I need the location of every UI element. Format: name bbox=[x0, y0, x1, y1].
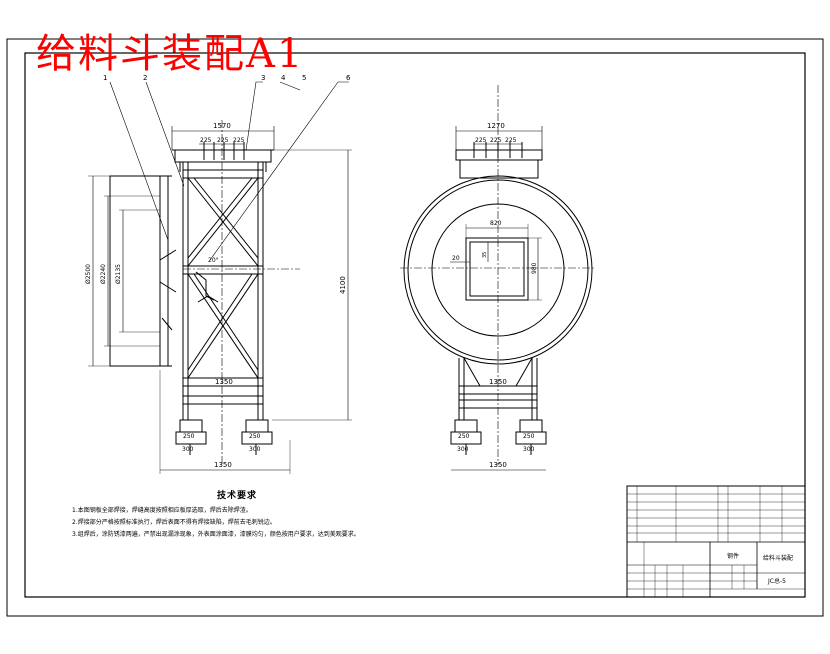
part-number-4: 4 bbox=[281, 74, 286, 82]
side-foot-left-bottom: 300 bbox=[457, 446, 469, 453]
side-dim-pitch-3: 225 bbox=[505, 137, 517, 144]
part-number-2: 2 bbox=[143, 74, 147, 82]
technical-requirement-1: 1.本图钢板全部焊接，焊缝高度按照相应板厚选取，焊后去除焊渣。 bbox=[72, 507, 252, 514]
front-dim-dia-inner: Ø2135 bbox=[115, 264, 122, 284]
side-foot-left-top: 250 bbox=[458, 433, 470, 440]
front-view bbox=[88, 81, 352, 474]
front-dim-mid-width: 1350 bbox=[215, 378, 233, 386]
front-dim-pitch-3: 225 bbox=[233, 137, 245, 144]
front-foot-right-bottom: 300 bbox=[249, 446, 261, 453]
part-number-6: 6 bbox=[346, 74, 351, 82]
drawing-title: 给料斗装配A1 bbox=[36, 31, 305, 77]
side-dim-opening-width: 820 bbox=[490, 220, 502, 227]
part-number-1: 1 bbox=[103, 74, 107, 82]
side-view bbox=[400, 85, 595, 471]
front-dim-pitch-1: 225 bbox=[200, 137, 212, 144]
part-number-5: 5 bbox=[302, 74, 306, 82]
side-dim-top-overall: 1270 bbox=[487, 122, 505, 130]
side-dim-opening-height: 980 bbox=[531, 262, 538, 274]
side-dim-bottom-width: 1350 bbox=[489, 461, 507, 469]
front-foot-left-top: 250 bbox=[183, 433, 195, 440]
side-foot-right-bottom: 300 bbox=[523, 446, 535, 453]
side-foot-right-top: 250 bbox=[523, 433, 535, 440]
title-block-drawing-code: JC总-5 bbox=[767, 577, 786, 585]
title-block bbox=[626, 485, 806, 598]
technical-requirement-2: 2.焊接部分严格按照标准执行，焊后表面不得有焊接缺陷，焊前去毛刺锐边。 bbox=[72, 519, 276, 527]
front-dim-bottom-width: 1350 bbox=[214, 461, 232, 469]
outer-border bbox=[6, 38, 824, 617]
title-block-drawing-name: 给料斗装配 bbox=[763, 554, 793, 562]
side-dim-pitch-1: 225 bbox=[475, 137, 487, 144]
front-dim-top-overall: 1570 bbox=[213, 122, 231, 130]
part-number-3: 3 bbox=[261, 74, 265, 82]
technical-requirements: 技术要求 1.本图钢板全部焊接，焊缝高度按照相应板厚选取，焊后去除焊渣。 2.焊… bbox=[72, 488, 402, 544]
side-dim-pitch-2: 225 bbox=[490, 137, 502, 144]
front-foot-right-top: 250 bbox=[249, 433, 261, 440]
technical-requirements-heading: 技术要求 bbox=[216, 491, 257, 501]
title-block-material: 钢件 bbox=[727, 552, 739, 560]
side-dim-offset-left: 20 bbox=[452, 255, 460, 262]
front-foot-left-bottom: 300 bbox=[182, 446, 194, 453]
side-dim-offset-small: 35 bbox=[482, 252, 488, 258]
front-dim-dia-mid: Ø2240 bbox=[100, 264, 107, 284]
inner-border bbox=[24, 52, 806, 598]
side-dim-mid-width: 1350 bbox=[489, 378, 507, 386]
technical-requirement-3: 3.组焊后，涂防锈漆两遍，严禁出现漏涂现象，外表面涂面漆，漆膜均匀，颜色按用户要… bbox=[72, 531, 360, 539]
front-dim-dia-outer: Ø2500 bbox=[85, 264, 92, 284]
front-dim-height: 4100 bbox=[339, 276, 347, 294]
front-angle-label: 20° bbox=[208, 257, 219, 264]
front-dim-pitch-2: 225 bbox=[217, 137, 229, 144]
